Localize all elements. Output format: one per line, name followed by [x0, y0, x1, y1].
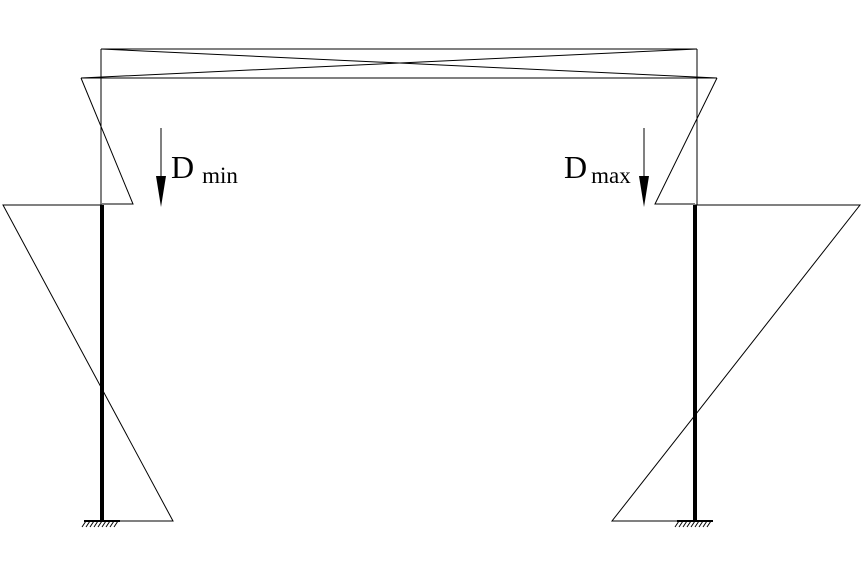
right-load-letter: D	[564, 149, 587, 185]
left-upper-moment-wedge	[80, 77, 134, 205]
moment-diagram-left	[2, 77, 174, 522]
beam-cross-brace-right-to-left	[80, 48, 698, 79]
moment-diagram-right	[610, 77, 862, 522]
frame-structure	[80, 48, 718, 521]
left-load-subscript: min	[202, 163, 238, 188]
left-fixed-support	[81, 520, 120, 528]
right-load-subscript: max	[591, 163, 631, 188]
left-load-label: D min	[171, 149, 238, 188]
right-load-arrow-head	[639, 176, 649, 207]
left-load-arrow	[156, 128, 166, 207]
right-lower-moment-diagram	[610, 204, 862, 522]
right-upper-moment-wedge	[654, 77, 718, 205]
right-load-label: D max	[564, 149, 631, 188]
left-support-hatching	[81, 520, 119, 528]
left-lower-moment-diagram	[2, 204, 174, 522]
right-support-hatching	[674, 520, 712, 528]
right-fixed-support	[674, 520, 713, 528]
left-load-arrow-head	[156, 176, 166, 207]
right-load-arrow	[639, 128, 649, 207]
left-load-letter: D	[171, 149, 194, 185]
beam-cross-brace-left-to-right	[100, 48, 718, 79]
